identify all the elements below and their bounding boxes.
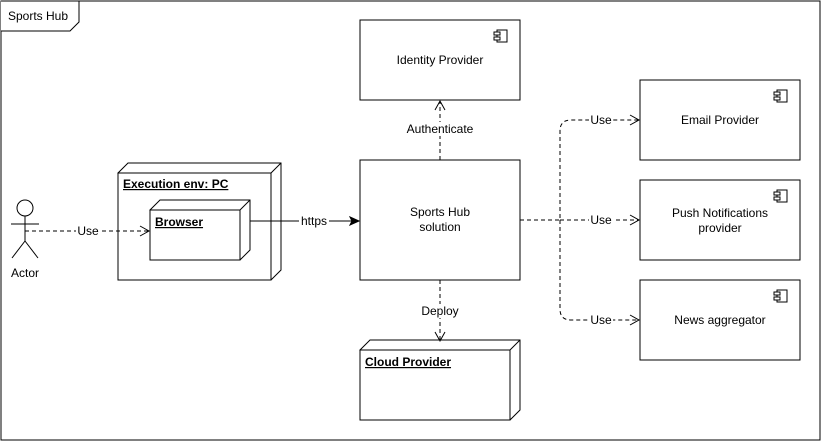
edge-actor-browser: Use (25, 224, 151, 238)
edge-browser-solution: https (250, 214, 359, 228)
actor-label: Actor (11, 266, 39, 280)
edge-use-email: Use (520, 113, 641, 221)
solution-label-line1: Sports Hub (410, 205, 470, 219)
push-label-line2: provider (698, 221, 741, 235)
edge-authenticate-label: Authenticate (407, 122, 474, 136)
node-pc-label: Execution env: PC (123, 177, 229, 191)
edge-actor-browser-label: Use (77, 224, 99, 238)
node-browser: Browser (149, 199, 251, 261)
edge-deploy: Deploy (421, 280, 459, 343)
component-news-aggregator: News aggregator (639, 279, 801, 361)
node-cloud-label: Cloud Provider (365, 355, 451, 369)
edge-use-email-label: Use (590, 113, 612, 127)
edge-use-news-label: Use (590, 313, 612, 327)
component-identity-provider: Identity Provider (359, 19, 521, 101)
edge-use-push: Use (560, 213, 641, 227)
solution-label-line2: solution (419, 220, 460, 234)
email-label: Email Provider (681, 113, 759, 127)
frame-title: Sports Hub (8, 9, 68, 23)
edge-browser-solution-label: https (301, 214, 327, 228)
node-browser-label: Browser (155, 215, 203, 229)
edge-authenticate: Authenticate (407, 99, 474, 160)
component-sports-hub-solution: Sports Hub solution (359, 159, 521, 281)
node-cloud-provider: Cloud Provider (359, 339, 521, 421)
actor: Actor (11, 199, 39, 280)
identity-label: Identity Provider (397, 53, 484, 67)
component-push-notifications-provider: Push Notifications provider (639, 179, 801, 261)
news-label: News aggregator (674, 313, 765, 327)
edge-use-push-label: Use (590, 213, 612, 227)
component-email-provider: Email Provider (639, 79, 801, 161)
push-label-line1: Push Notifications (672, 206, 768, 220)
edge-use-news: Use (559, 220, 641, 327)
edge-deploy-label: Deploy (421, 304, 458, 318)
